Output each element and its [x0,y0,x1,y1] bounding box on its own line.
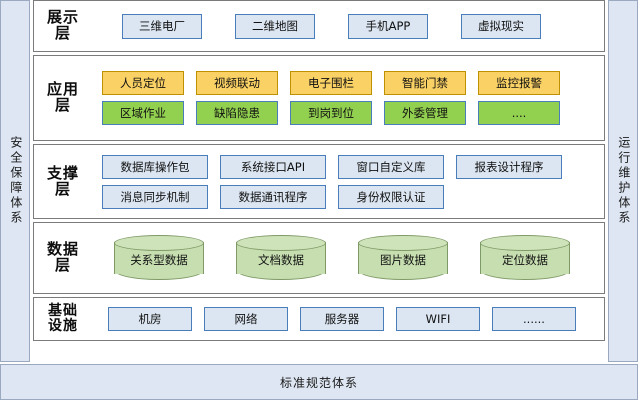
node-support-b1[interactable]: 数据通讯程序 [220,184,326,209]
node-support-a0[interactable]: 数据库操作包 [102,154,208,179]
bottom-bar-label: 标准规范体系 [279,375,358,390]
database-cylinder-3-label: 定位数据 [502,253,548,267]
layer-infrastructure-body: 机房 网络 服务器 WIFI ...... [92,307,604,331]
layer-display-row: 三维电厂 二维地图 手机APP 虚拟现实 [98,13,598,39]
node-support-a3[interactable]: 报表设计程序 [456,154,562,179]
layer-data-body: 关系型数据 文档数据 图片数据 [92,235,604,281]
layer-application-row-2: 区域作业 缺陷隐患 到岗到位 外委管理 .... [98,101,598,125]
left-sidebar-security-system: 安全保障体系 [0,0,30,362]
right-sidebar-label: 运行维护体系 [616,136,631,226]
node-display-2[interactable]: 手机APP [348,13,428,39]
node-display-0[interactable]: 三维电厂 [122,13,202,39]
cylinder-top-icon [236,235,326,251]
node-support-b2[interactable]: 身份权限认证 [338,184,444,209]
database-cylinder-2-label: 图片数据 [380,253,426,267]
layer-stack: 展示层 三维电厂 二维地图 手机APP 虚拟现实 应用层 人员定位 视频联动 [33,0,605,362]
node-infrastructure-4[interactable]: ...... [492,307,576,331]
node-application-b4[interactable]: .... [478,101,560,125]
node-support-a1[interactable]: 系统接口API [220,154,326,179]
layer-support-body: 数据库操作包 系统接口API 窗口自定义库 报表设计程序 消息同步机制 数据通讯… [92,154,604,209]
layer-application: 应用层 人员定位 视频联动 电子围栏 智能门禁 监控报警 区域作业 缺陷隐患 到… [33,55,605,141]
node-application-b1[interactable]: 缺陷隐患 [196,101,278,125]
layer-infrastructure: 基础设施 机房 网络 服务器 WIFI ...... [33,297,605,341]
node-display-1[interactable]: 二维地图 [235,13,315,39]
database-cylinder-1[interactable]: 文档数据 [236,235,326,281]
node-application-a1[interactable]: 视频联动 [196,71,278,95]
node-infrastructure-1[interactable]: 网络 [204,307,288,331]
layer-display-label: 展示层 [46,8,79,42]
layer-display-body: 三维电厂 二维地图 手机APP 虚拟现实 [92,13,604,39]
layer-data: 数据层 关系型数据 文档数据 [33,222,605,294]
cylinder-top-icon [358,235,448,251]
node-infrastructure-3[interactable]: WIFI [396,307,480,331]
layer-support-label: 支撑层 [46,163,79,198]
node-application-a0[interactable]: 人员定位 [102,71,184,95]
cylinder-top-icon [480,235,570,251]
layer-application-label: 应用层 [46,80,79,114]
node-support-a2[interactable]: 窗口自定义库 [338,154,444,179]
database-cylinder-3[interactable]: 定位数据 [480,235,570,281]
node-infrastructure-0[interactable]: 机房 [108,307,192,331]
database-cylinder-1-label: 文档数据 [258,253,304,267]
node-application-b3[interactable]: 外委管理 [384,101,466,125]
layer-infrastructure-row: 机房 网络 服务器 WIFI ...... [98,307,598,331]
layer-application-row-1: 人员定位 视频联动 电子围栏 智能门禁 监控报警 [98,71,598,95]
layer-application-body: 人员定位 视频联动 电子围栏 智能门禁 监控报警 区域作业 缺陷隐患 到岗到位 … [92,71,604,125]
database-cylinder-0-label: 关系型数据 [130,253,188,267]
layer-infrastructure-label: 基础设施 [48,303,78,334]
layer-data-row: 关系型数据 文档数据 图片数据 [98,235,598,281]
layer-support: 支撑层 数据库操作包 系统接口API 窗口自定义库 报表设计程序 消息同步机制 … [33,144,605,219]
left-sidebar-label: 安全保障体系 [8,136,23,226]
node-support-b0[interactable]: 消息同步机制 [102,184,208,209]
database-cylinder-2[interactable]: 图片数据 [358,235,448,281]
cylinder-top-icon [114,235,204,251]
node-display-3[interactable]: 虚拟现实 [461,13,541,39]
right-sidebar-ops-maintenance-system: 运行维护体系 [608,0,638,362]
node-application-a2[interactable]: 电子围栏 [290,71,372,95]
layer-support-row-2: 消息同步机制 数据通讯程序 身份权限认证 [98,184,598,209]
layer-display: 展示层 三维电厂 二维地图 手机APP 虚拟现实 [33,0,605,52]
layer-data-label: 数据层 [46,240,79,274]
node-application-b0[interactable]: 区域作业 [102,101,184,125]
node-application-a3[interactable]: 智能门禁 [384,71,466,95]
node-infrastructure-2[interactable]: 服务器 [300,307,384,331]
layer-support-row-1: 数据库操作包 系统接口API 窗口自定义库 报表设计程序 [98,154,598,179]
bottom-bar-standards-system: 标准规范体系 [0,364,638,400]
node-application-b2[interactable]: 到岗到位 [290,101,372,125]
database-cylinder-0[interactable]: 关系型数据 [114,235,204,281]
node-application-a4[interactable]: 监控报警 [478,71,560,95]
